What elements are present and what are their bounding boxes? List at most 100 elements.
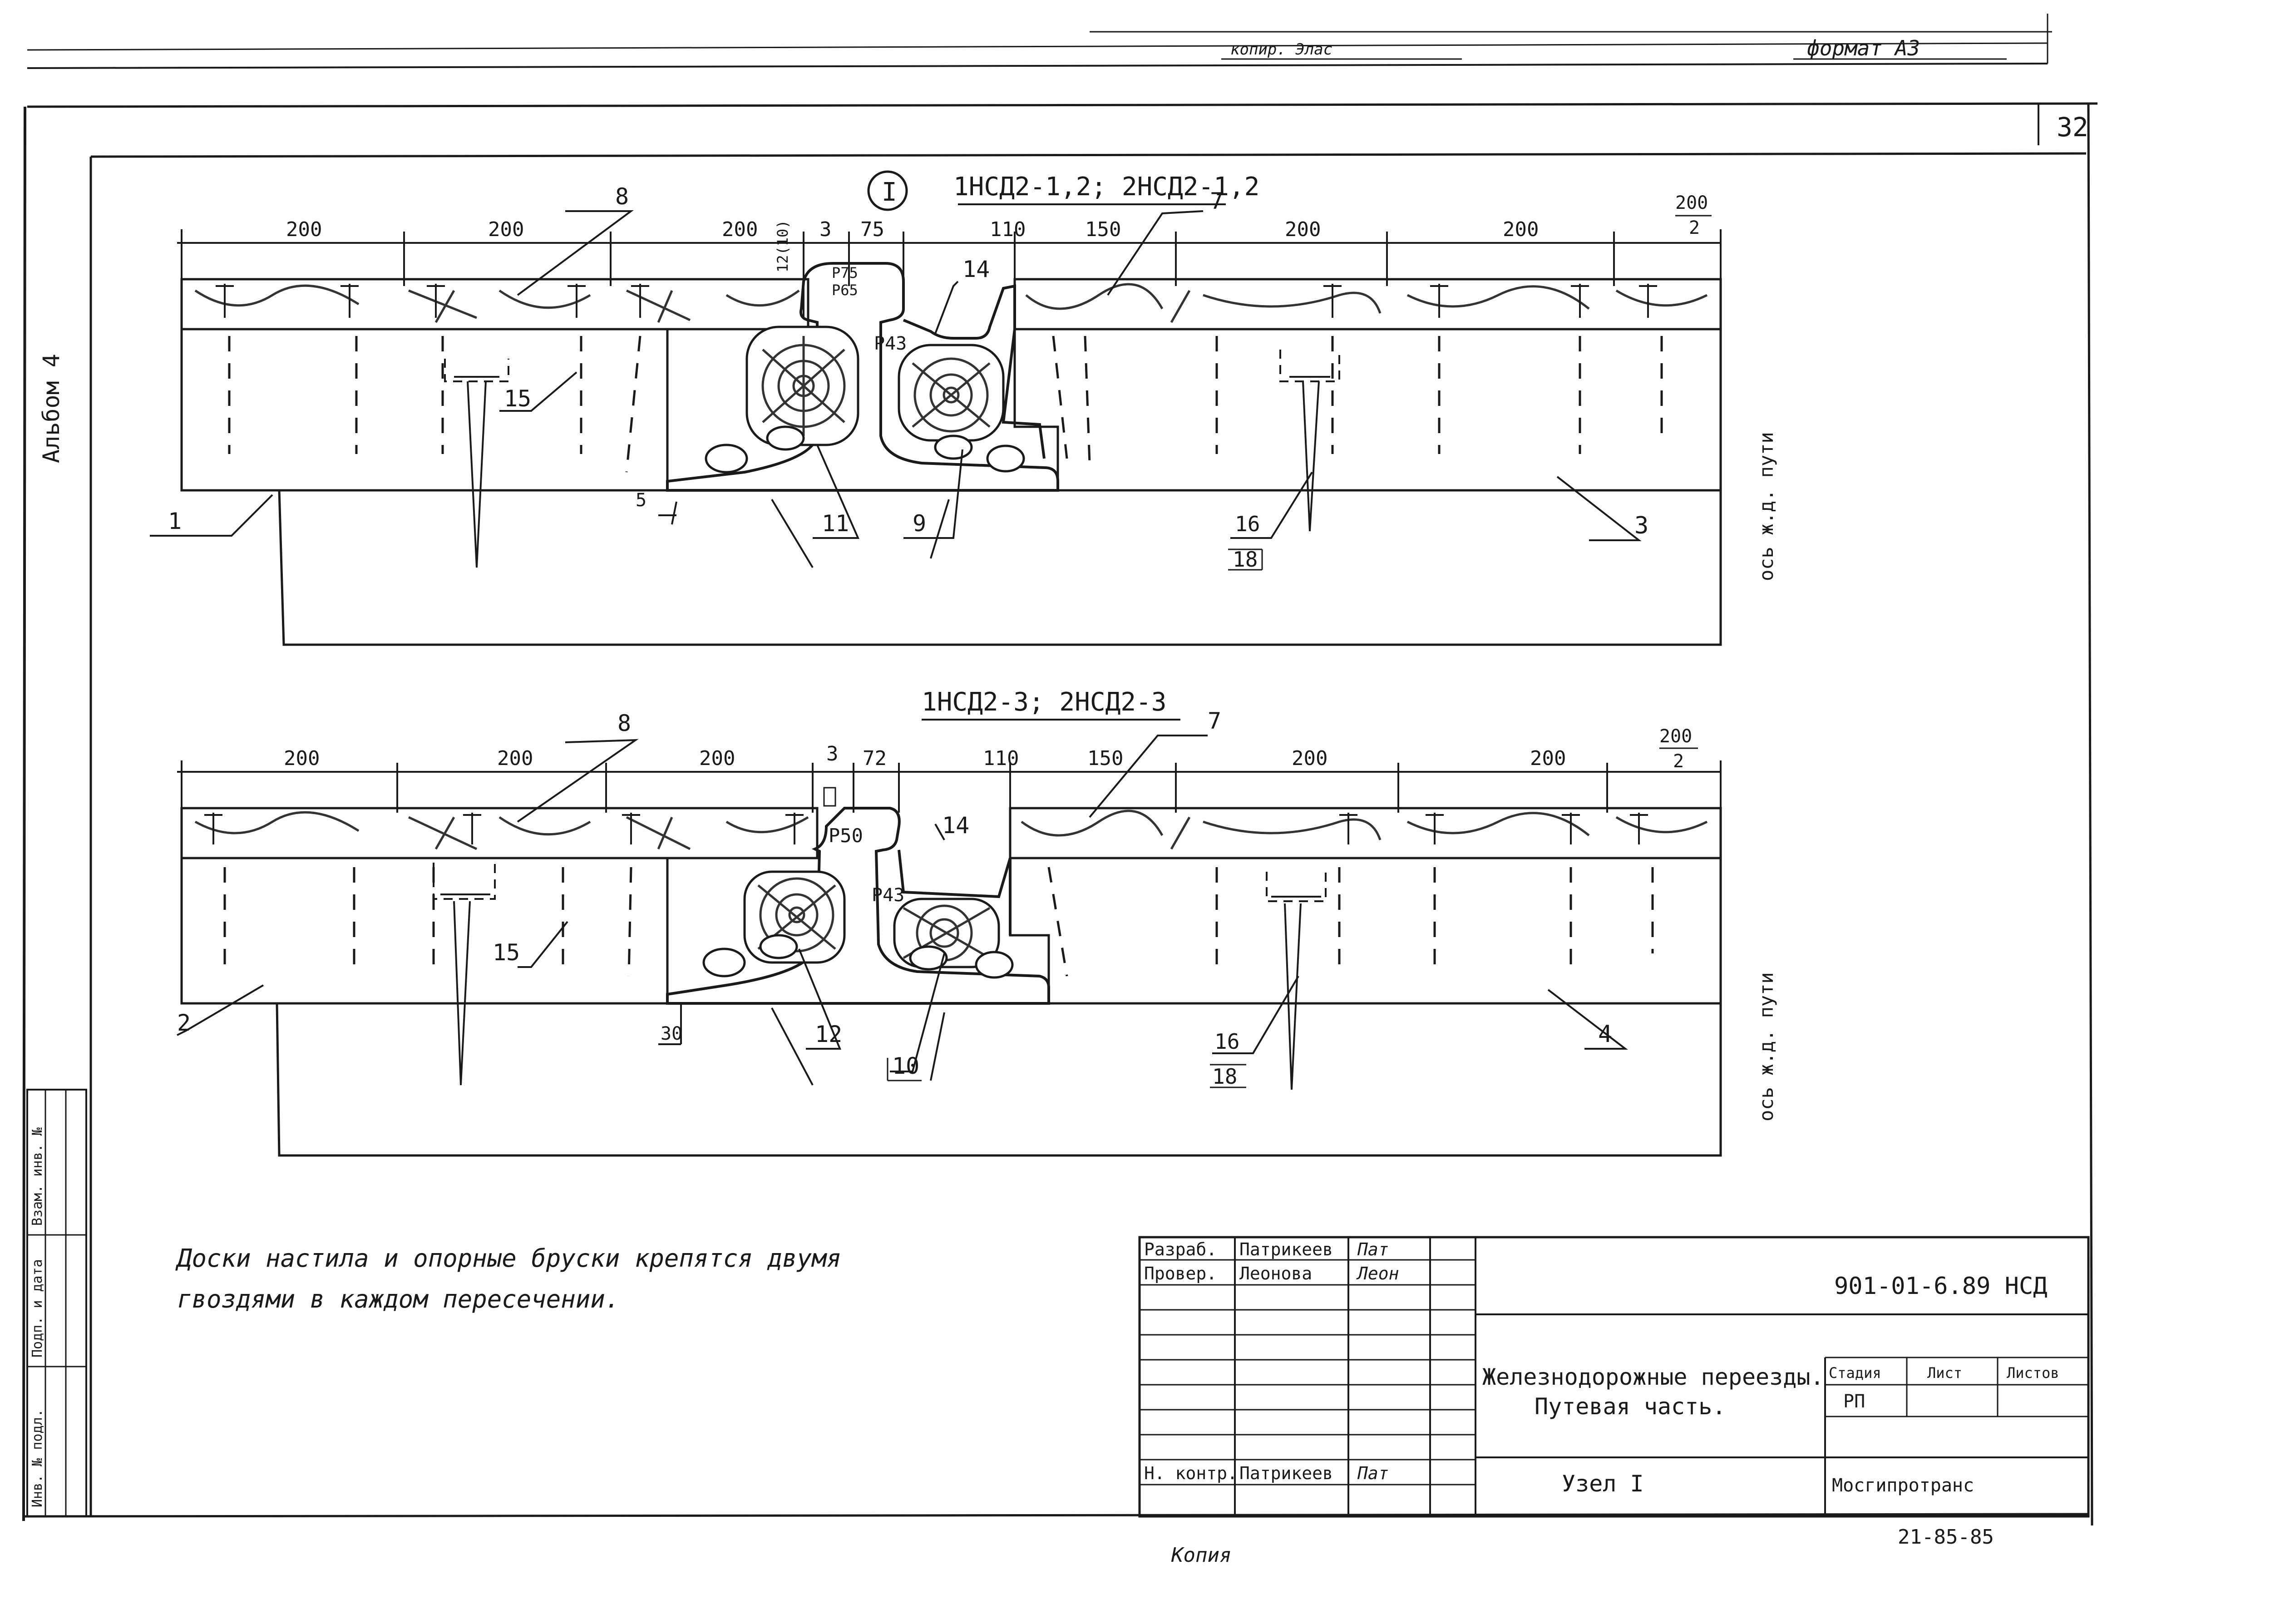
- format-label: формат А3: [1807, 36, 1920, 60]
- dim-lower-7: 150: [1087, 747, 1123, 770]
- callout-upper-5: 5: [636, 490, 646, 511]
- stamp-inv-original: Инв. № подл.: [30, 1409, 45, 1507]
- note-line-1: Доски настила и опорные бруски крепятся …: [175, 1244, 841, 1273]
- upper-view-title: 1НСД2-1,2; 2НСД2-1,2: [953, 172, 1259, 202]
- dim-lower-3: 200: [699, 747, 735, 770]
- dim-lower-5: 72: [863, 747, 887, 770]
- callout-lower-4: 4: [1598, 1021, 1612, 1048]
- sheet-number: 32: [2057, 112, 2088, 143]
- dim-upper-6: 110: [990, 218, 1026, 241]
- dim-lower-9: 200: [1530, 747, 1566, 770]
- base-beam-lower: [276, 1003, 1722, 1157]
- copied-by-label: копир. Элас: [1230, 40, 1332, 59]
- tb-sheets-header: Листов: [2007, 1364, 2059, 1382]
- callout-lower-10: 10: [892, 1053, 919, 1079]
- deck-board-left-lower: [180, 807, 819, 859]
- tb-organization: Мосгипротранс: [1832, 1475, 1974, 1496]
- dim-lower-11: 2: [1673, 751, 1684, 772]
- album-label: Альбом 4: [38, 354, 64, 463]
- footer-copied-label: Копия: [1171, 1544, 1231, 1567]
- rail-label-p75: Р75: [832, 264, 858, 281]
- callout-upper-8: 8: [615, 183, 629, 210]
- dim-upper-4: 3: [819, 218, 832, 241]
- callout-upper-15: 15: [504, 385, 531, 412]
- tb-name-normcontrol: Патрикеев: [1239, 1463, 1333, 1483]
- timber-insert-right: [898, 344, 1005, 442]
- rail-p43-lower: [898, 849, 1012, 935]
- node-mark-circle: [867, 170, 908, 211]
- timber-insert-left: [745, 326, 859, 446]
- gap-label: 12(10): [774, 220, 791, 272]
- callout-lower-18: 18: [1212, 1064, 1237, 1089]
- tb-sign-normcontrol: Пат: [1357, 1463, 1389, 1483]
- footer-code: 21-85-85: [1898, 1525, 1994, 1549]
- dim-upper-1: 200: [286, 218, 322, 241]
- dim-lower-4: 3: [826, 742, 839, 765]
- callout-upper-16: 16: [1235, 512, 1260, 536]
- rail-label-p43: Р43: [874, 333, 907, 354]
- rail-label-p50: Р50: [829, 824, 863, 847]
- tb-sign-checker: Леон: [1356, 1264, 1399, 1283]
- base-beam-upper: [278, 490, 1722, 646]
- dim-lower-10: 200: [1659, 726, 1692, 747]
- tb-name-developer: Патрикеев: [1239, 1239, 1333, 1259]
- dim-upper-5: 75: [860, 218, 884, 241]
- callout-upper-3: 3: [1634, 512, 1648, 539]
- callout-lower-7: 7: [1208, 708, 1221, 734]
- dim-upper-10: 200: [1675, 193, 1708, 213]
- deck-board-right: [1013, 278, 1722, 331]
- dim-upper-9: 200: [1503, 218, 1539, 241]
- dim-lower-8: 200: [1292, 747, 1327, 770]
- rail-p75-p65: [666, 262, 1059, 492]
- deck-board-right-lower: [1009, 807, 1722, 859]
- dim-upper-7: 150: [1085, 218, 1121, 241]
- upper-section-view: I 1НСД2-1,2; 2НСД2-1,2 200 200 200 3 75 …: [150, 170, 1777, 646]
- callout-lower-14: 14: [942, 812, 969, 839]
- callout-upper-1: 1: [168, 508, 182, 534]
- node-mark: I: [882, 178, 897, 207]
- callout-lower-2: 2: [177, 1010, 191, 1036]
- track-axis-lower: ось ж.д. пути: [1755, 972, 1777, 1121]
- tb-title-line-1: Железнодорожные переезды.: [1482, 1364, 1824, 1390]
- tb-role-developer: Разраб.: [1144, 1239, 1217, 1259]
- tb-role-normcontrol: Н. контр.: [1144, 1463, 1238, 1483]
- stamp-replace-inv: Взам. инв. №: [30, 1127, 45, 1226]
- callout-upper-7: 7: [1210, 188, 1224, 214]
- callout-upper-14: 14: [962, 256, 990, 282]
- dim-upper-2: 200: [488, 218, 524, 241]
- tb-name-checker: Леонова: [1239, 1264, 1312, 1283]
- deck-board-left: [180, 278, 809, 331]
- stamp-sign-date: Подп. и дата: [30, 1259, 45, 1357]
- tb-role-checker: Провер.: [1144, 1264, 1217, 1283]
- callout-lower-16: 16: [1214, 1029, 1239, 1054]
- callout-lower-8: 8: [617, 710, 631, 736]
- tb-title-line-2: Путевая часть.: [1535, 1393, 1726, 1420]
- dim-lower-2: 200: [497, 747, 533, 770]
- callout-upper-18: 18: [1233, 547, 1258, 572]
- dim-upper-11: 2: [1689, 217, 1700, 238]
- callout-upper-9: 9: [913, 510, 926, 537]
- tb-sheet-header: Лист: [1927, 1364, 1962, 1382]
- dim-lower-6: 110: [983, 747, 1019, 770]
- callout-lower-12: 12: [815, 1021, 842, 1047]
- rail-label-p65: Р65: [832, 281, 858, 299]
- tb-stage-value: РП: [1843, 1391, 1865, 1412]
- rail-label-p43-lower: Р43: [872, 885, 904, 906]
- dim-upper-8: 200: [1285, 218, 1321, 241]
- tb-stage-header: Стадия: [1829, 1364, 1881, 1382]
- sheet-frame: [22, 14, 2098, 1526]
- tb-document-code: 901-01-6.89 НСД: [1834, 1273, 2048, 1300]
- dim-upper-3: 200: [722, 218, 758, 241]
- track-axis-upper: ось ж.д. пути: [1755, 432, 1777, 581]
- side-stamp-box: [26, 1089, 87, 1517]
- tb-sign-developer: Пат: [1357, 1239, 1389, 1259]
- lower-view-title: 1НСД2-3; 2НСД2-3: [922, 687, 1166, 717]
- dim-lower-1: 200: [284, 747, 320, 770]
- callout-lower-30: 30: [661, 1023, 682, 1044]
- lower-section-view: 1НСД2-3; 2НСД2-3 200 200 200 3 72 110 15…: [177, 687, 1777, 1157]
- tb-node-label: Узел I: [1562, 1471, 1644, 1497]
- title-block: [1138, 1236, 2090, 1518]
- callout-lower-15: 15: [493, 939, 520, 966]
- callout-upper-11: 11: [822, 510, 849, 537]
